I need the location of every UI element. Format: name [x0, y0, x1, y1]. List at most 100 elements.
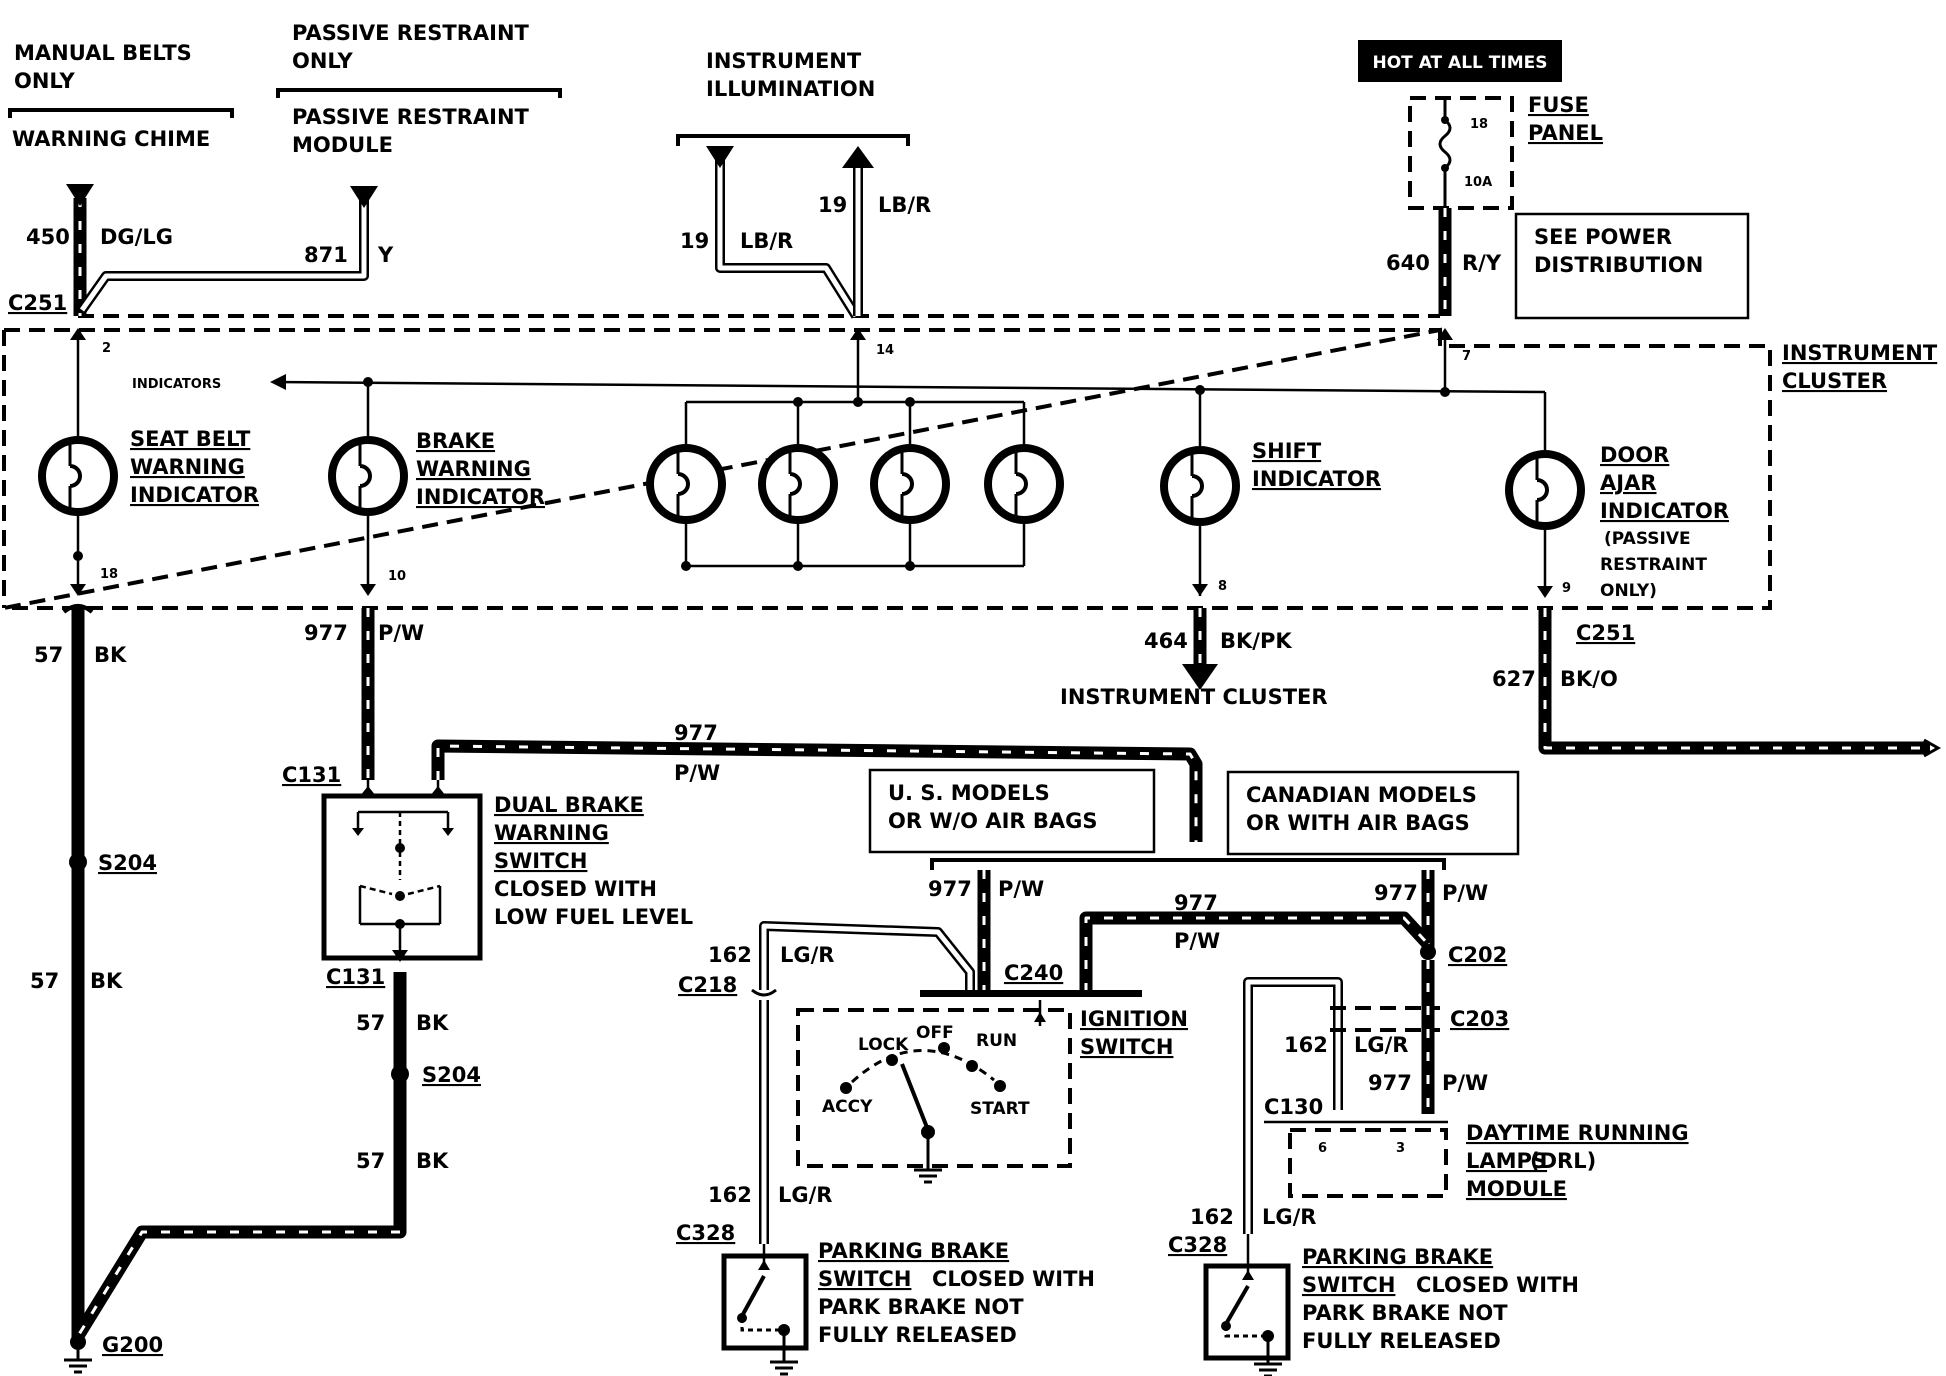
pin-9: 9: [1562, 581, 1571, 596]
svg-text:ILLUMINATION: ILLUMINATION: [706, 77, 875, 101]
seat-belt-warning-label: SEAT BELT WARNING INDICATOR: [130, 427, 259, 507]
wire-57d-color: BK: [416, 1149, 449, 1173]
pin-10: 10: [388, 569, 406, 584]
svg-text:(DRL): (DRL): [1530, 1149, 1596, 1173]
door-ajar-label: DOOR AJAR INDICATOR: [1600, 443, 1729, 523]
connector-c130: C130: [1264, 1095, 1323, 1119]
dual-brake-switch-internals: [352, 780, 454, 962]
instrument-cluster-boundary: [2, 327, 1772, 610]
wire-977-cross: [1079, 911, 1433, 992]
svg-text:U. S. MODELS: U. S. MODELS: [888, 781, 1050, 805]
svg-text:PASSIVE RESTRAINT: PASSIVE RESTRAINT: [292, 105, 530, 129]
manual-belts-bracket: [8, 108, 234, 118]
connector-c202: C202: [1448, 943, 1507, 967]
wire-871-color: Y: [377, 243, 394, 267]
dual-brake-label: DUAL BRAKE WARNING SWITCH CLOSED WITH LO…: [494, 793, 693, 929]
svg-text:CLOSED WITH: CLOSED WITH: [494, 877, 657, 901]
wire-977e-circuit: 977: [1174, 891, 1218, 915]
wire-19b-color: LB/R: [878, 193, 931, 217]
wire-977f-color: P/W: [1442, 1071, 1488, 1095]
canadian-models-label: CANADIAN MODELS OR WITH AIR BAGS: [1246, 783, 1477, 835]
wire-871: [77, 186, 378, 313]
instrument-cluster-arrow-label: INSTRUMENT CLUSTER: [1060, 685, 1328, 709]
wire-19-left: [706, 146, 861, 319]
dual-brake-switch-box: [321, 793, 483, 961]
us-models-box: [868, 768, 1156, 854]
models-bracket: [930, 858, 1446, 870]
svg-text:PANEL: PANEL: [1528, 121, 1603, 145]
wire-162a-circuit: 162: [708, 943, 752, 967]
wire-640-color: R/Y: [1462, 251, 1502, 275]
parking-brake-right-label: PARKING BRAKE SWITCH CLOSED WITH PARK BR…: [1302, 1245, 1579, 1353]
hot-at-all-times-badge: [1358, 40, 1562, 82]
svg-text:FUSE: FUSE: [1528, 93, 1589, 117]
svg-text:LOW FUEL LEVEL: LOW FUEL LEVEL: [494, 905, 693, 929]
shift-indicator-bulb-icon: [1164, 450, 1236, 522]
wire-162b-circuit: 162: [708, 1183, 752, 1207]
wire-640-circuit: 640: [1386, 251, 1430, 275]
connector-c251-right: C251: [1576, 621, 1635, 645]
connector-c240-bar: [920, 990, 1142, 997]
wire-19-right: [842, 146, 874, 316]
illumination-bracket: [676, 134, 910, 146]
svg-text:IGNITION: IGNITION: [1080, 1007, 1188, 1031]
wire-57b-color: BK: [90, 969, 123, 993]
parking-brake-left-label: PARKING BRAKE SWITCH CLOSED WITH PARK BR…: [818, 1239, 1095, 1347]
connector-c328-right: C328: [1168, 1233, 1227, 1257]
svg-text:FULLY RELEASED: FULLY RELEASED: [818, 1323, 1017, 1347]
svg-text:INDICATOR: INDICATOR: [130, 483, 259, 507]
ign-lock-label: LOCK: [858, 1035, 909, 1055]
ignition-switch-box: [796, 1008, 1072, 1168]
ignition-switch-label: IGNITION SWITCH: [1080, 1007, 1188, 1059]
connector-c131-bottom: C131: [326, 965, 385, 989]
svg-text:CANADIAN MODELS: CANADIAN MODELS: [1246, 783, 1477, 807]
wire-19b-circuit: 19: [818, 193, 847, 217]
svg-text:WARNING: WARNING: [494, 821, 609, 845]
wire-57-right: [72, 972, 407, 1340]
wire-162-ign: [759, 921, 975, 990]
pin-2: 2: [102, 341, 111, 356]
ign-start-label: START: [970, 1099, 1030, 1119]
illumination-bulb-3-icon: [874, 448, 946, 520]
wire-977b-color: P/W: [674, 761, 720, 785]
connector-c240: C240: [1004, 961, 1063, 985]
connector-c203: C203: [1450, 1007, 1509, 1031]
parking-brake-switch-right-box: [1203, 1263, 1291, 1361]
c218-mark: [751, 988, 777, 997]
svg-text:SWITCH: SWITCH: [1080, 1035, 1173, 1059]
us-models-label: U. S. MODELS OR W/O AIR BAGS: [888, 781, 1098, 833]
svg-text:CLOSED WITH: CLOSED WITH: [932, 1267, 1095, 1291]
svg-text:CLUSTER: CLUSTER: [1782, 369, 1887, 393]
passive-only-label: PASSIVE RESTRAINT ONLY: [292, 21, 530, 73]
wire-57c-circuit: 57: [356, 1011, 385, 1035]
wire-19a-color: LB/R: [740, 229, 793, 253]
svg-text:SEAT BELT: SEAT BELT: [130, 427, 251, 451]
wire-464-circuit: 464: [1144, 629, 1188, 653]
svg-text:OR WITH AIR BAGS: OR WITH AIR BAGS: [1246, 811, 1470, 835]
illumination-bulb-4-icon: [988, 448, 1060, 520]
parking-brake-left-ground-icon: [768, 1350, 800, 1376]
svg-text:ONLY: ONLY: [14, 69, 76, 93]
svg-text:OR W/O AIR BAGS: OR W/O AIR BAGS: [888, 809, 1098, 833]
wire-977d-color: P/W: [1442, 881, 1488, 905]
svg-text:FULLY RELEASED: FULLY RELEASED: [1302, 1329, 1501, 1353]
wire-977a-circuit: 977: [304, 621, 348, 645]
svg-text:AJAR: AJAR: [1600, 471, 1657, 495]
fuse-icon: [1438, 98, 1452, 208]
wire-977e-color: P/W: [1174, 929, 1220, 953]
wire-464: [1182, 608, 1218, 690]
wire-57b-circuit: 57: [30, 969, 59, 993]
pin-8: 8: [1218, 579, 1227, 594]
wire-162d-circuit: 162: [1190, 1205, 1234, 1229]
svg-text:INDICATOR: INDICATOR: [416, 485, 545, 509]
svg-text:ONLY: ONLY: [292, 49, 354, 73]
wire-627-color: BK/O: [1560, 667, 1618, 691]
canadian-models-box: [1226, 770, 1520, 856]
door-ajar-bulb-icon: [1509, 454, 1581, 526]
wire-977c-color: P/W: [998, 877, 1044, 901]
svg-text:SEE POWER: SEE POWER: [1534, 225, 1672, 249]
illumination-bulb-1-icon: [650, 448, 722, 520]
svg-text:PARK BRAKE NOT: PARK BRAKE NOT: [1302, 1301, 1508, 1325]
wire-162c-color: LG/R: [1354, 1033, 1408, 1057]
